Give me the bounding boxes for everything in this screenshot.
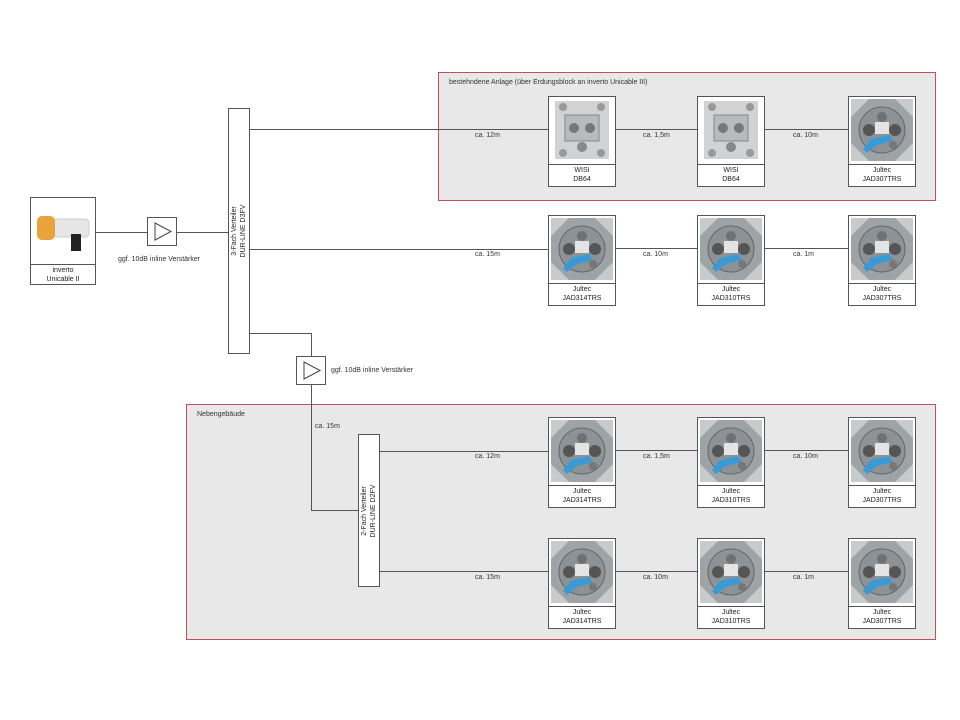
socket-model: JAD314TRS xyxy=(562,618,602,625)
jultec-socket-icon xyxy=(698,539,764,607)
socket-model: JAD310TRS xyxy=(711,295,751,302)
socket-brand: Jultec xyxy=(572,488,592,495)
socket-model: JAD310TRS xyxy=(711,497,751,504)
cable-lnb-amp xyxy=(95,232,147,233)
cable-length-label: ca. 1m xyxy=(793,574,815,581)
splitter-3way-model: DUR-LINE D3FV xyxy=(240,204,247,258)
socket-brand: Jultec xyxy=(721,488,741,495)
amplifier-2 xyxy=(296,356,326,385)
socket-model: JAD314TRS xyxy=(562,295,602,302)
cable-length-label: ca. 10m xyxy=(793,453,818,460)
cable-branch-3 xyxy=(249,333,311,334)
cable-socket-link xyxy=(616,571,697,572)
cable-socket-link xyxy=(616,450,697,451)
cable-branch-3-down xyxy=(311,333,312,356)
jultec-socket-icon xyxy=(849,97,915,165)
feed-cable-length: ca. 15m xyxy=(315,423,340,430)
jultec-socket-icon xyxy=(698,216,764,284)
cable-socket-link xyxy=(765,248,848,249)
lnb-model: Unicable II xyxy=(46,276,80,283)
amplifier-triangle-icon xyxy=(154,222,173,241)
socket-model: JAD310TRS xyxy=(711,618,751,625)
wisi-socket-icon xyxy=(549,97,615,165)
cable-length-label: ca. 15m xyxy=(475,251,500,258)
socket-brand: Jultec xyxy=(872,167,892,174)
zone-existing-title: bestehndene Anlage (über Erdungsblock an… xyxy=(449,79,648,86)
cable-length-label: ca. 10m xyxy=(793,132,818,139)
socket-brand: Jultec xyxy=(872,609,892,616)
cable-annex-branch-1 xyxy=(379,451,548,452)
socket-model: DB64 xyxy=(722,176,740,183)
jultec-socket-icon xyxy=(549,216,615,284)
splitter-3way-type: 3-Fach Verteiler xyxy=(231,206,238,256)
jultec-socket-icon xyxy=(849,418,915,486)
socket-model: JAD307TRS xyxy=(862,618,902,625)
jultec-socket-icon xyxy=(549,539,615,607)
cable-length-label: ca. 10m xyxy=(643,251,668,258)
cable-length-label: ca. 12m xyxy=(475,132,500,139)
cable-socket-link xyxy=(616,248,697,249)
socket-model: JAD307TRS xyxy=(862,497,902,504)
cable-socket-link xyxy=(765,129,848,130)
socket-model: JAD307TRS xyxy=(862,295,902,302)
jultec-socket-icon xyxy=(698,418,764,486)
cable-feed-annex-h xyxy=(311,510,358,511)
socket-model: DB64 xyxy=(573,176,591,183)
cable-socket-link xyxy=(765,571,848,572)
jultec-socket-icon xyxy=(849,216,915,284)
socket-brand: Jultec xyxy=(872,286,892,293)
socket-brand: Jultec xyxy=(572,286,592,293)
cable-amp-splitter xyxy=(177,232,228,233)
amplifier-1 xyxy=(147,217,177,246)
socket-brand: Jultec xyxy=(872,488,892,495)
zone-annex-title: Nebengebäude xyxy=(197,411,245,418)
amplifier-triangle-icon xyxy=(303,361,322,380)
cable-annex-branch-2 xyxy=(379,571,548,572)
socket-model: JAD314TRS xyxy=(562,497,602,504)
cable-length-label: ca. 15m xyxy=(475,574,500,581)
cable-length-label: ca. 1m xyxy=(793,251,815,258)
socket-brand: WISI xyxy=(574,167,590,174)
antenna-socket-1-2: WISI DB64 xyxy=(697,96,765,187)
splitter-2way-type: 2-Fach Verteiler xyxy=(361,485,368,536)
lnb-icon xyxy=(31,198,95,265)
amplifier-1-label: ggf. 10dB inline Verstärker xyxy=(118,256,201,263)
jultec-socket-icon xyxy=(549,418,615,486)
antenna-socket-1-1: WISI DB64 xyxy=(548,96,616,187)
cable-branch-2 xyxy=(249,249,548,250)
wisi-socket-icon xyxy=(698,97,764,165)
cable-branch-1 xyxy=(249,129,548,130)
splitter-2way-model: DUR-LINE D2FV xyxy=(370,484,377,537)
amplifier-2-label: ggf. 10dB inline Verstärker xyxy=(331,367,414,374)
socket-brand: Jultec xyxy=(572,609,592,616)
socket-brand: Jultec xyxy=(721,286,741,293)
cable-length-label: ca. 1,5m xyxy=(643,132,670,139)
socket-model: JAD307TRS xyxy=(862,176,902,183)
socket-brand: Jultec xyxy=(721,609,741,616)
cable-feed-annex xyxy=(311,385,312,510)
cable-socket-link xyxy=(616,129,697,130)
socket-brand: WISI xyxy=(723,167,739,174)
lnb-device: inverto Unicable II xyxy=(30,197,96,285)
cable-length-label: ca. 1,5m xyxy=(643,453,670,460)
cable-length-label: ca. 10m xyxy=(643,574,668,581)
jultec-socket-icon xyxy=(849,539,915,607)
cable-socket-link xyxy=(765,450,848,451)
cable-length-label: ca. 12m xyxy=(475,453,500,460)
lnb-brand: inverto xyxy=(52,267,74,274)
